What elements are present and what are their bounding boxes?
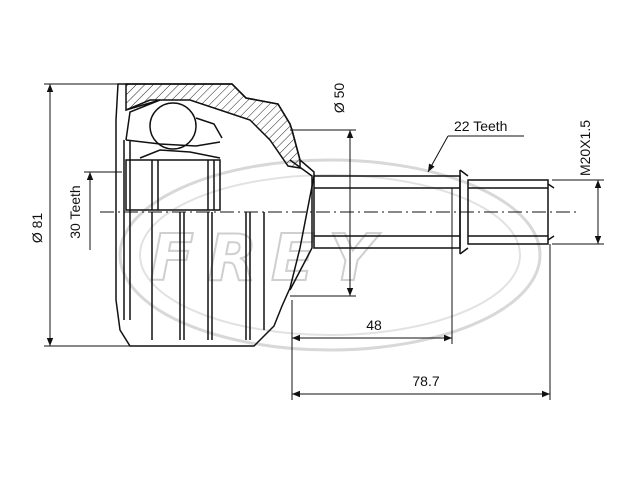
splined-shaft bbox=[313, 169, 555, 255]
dim-length-total bbox=[291, 244, 551, 400]
dim-inner-teeth bbox=[84, 171, 122, 250]
dim-neck-diameter bbox=[290, 129, 356, 297]
label-neck-diameter: Ø 50 bbox=[331, 83, 347, 114]
label-outer-diameter: Ø 81 bbox=[29, 213, 45, 244]
joint-housing bbox=[115, 83, 315, 347]
label-length-short: 48 bbox=[366, 317, 382, 333]
dim-length-short bbox=[291, 188, 453, 344]
frey-watermark: FREY bbox=[118, 158, 542, 352]
dim-outer-teeth bbox=[427, 135, 524, 173]
watermark-text: FREY bbox=[150, 222, 389, 296]
label-thread: M20X1.5 bbox=[577, 120, 593, 176]
label-inner-teeth: 30 Teeth bbox=[67, 185, 83, 238]
ball bbox=[149, 102, 197, 150]
label-outer-teeth: 22 Teeth bbox=[454, 118, 507, 134]
dim-outer-diameter bbox=[44, 83, 130, 347]
housing-hatch-top bbox=[125, 83, 301, 169]
dim-thread bbox=[552, 179, 604, 245]
label-length-total: 78.7 bbox=[412, 373, 439, 389]
